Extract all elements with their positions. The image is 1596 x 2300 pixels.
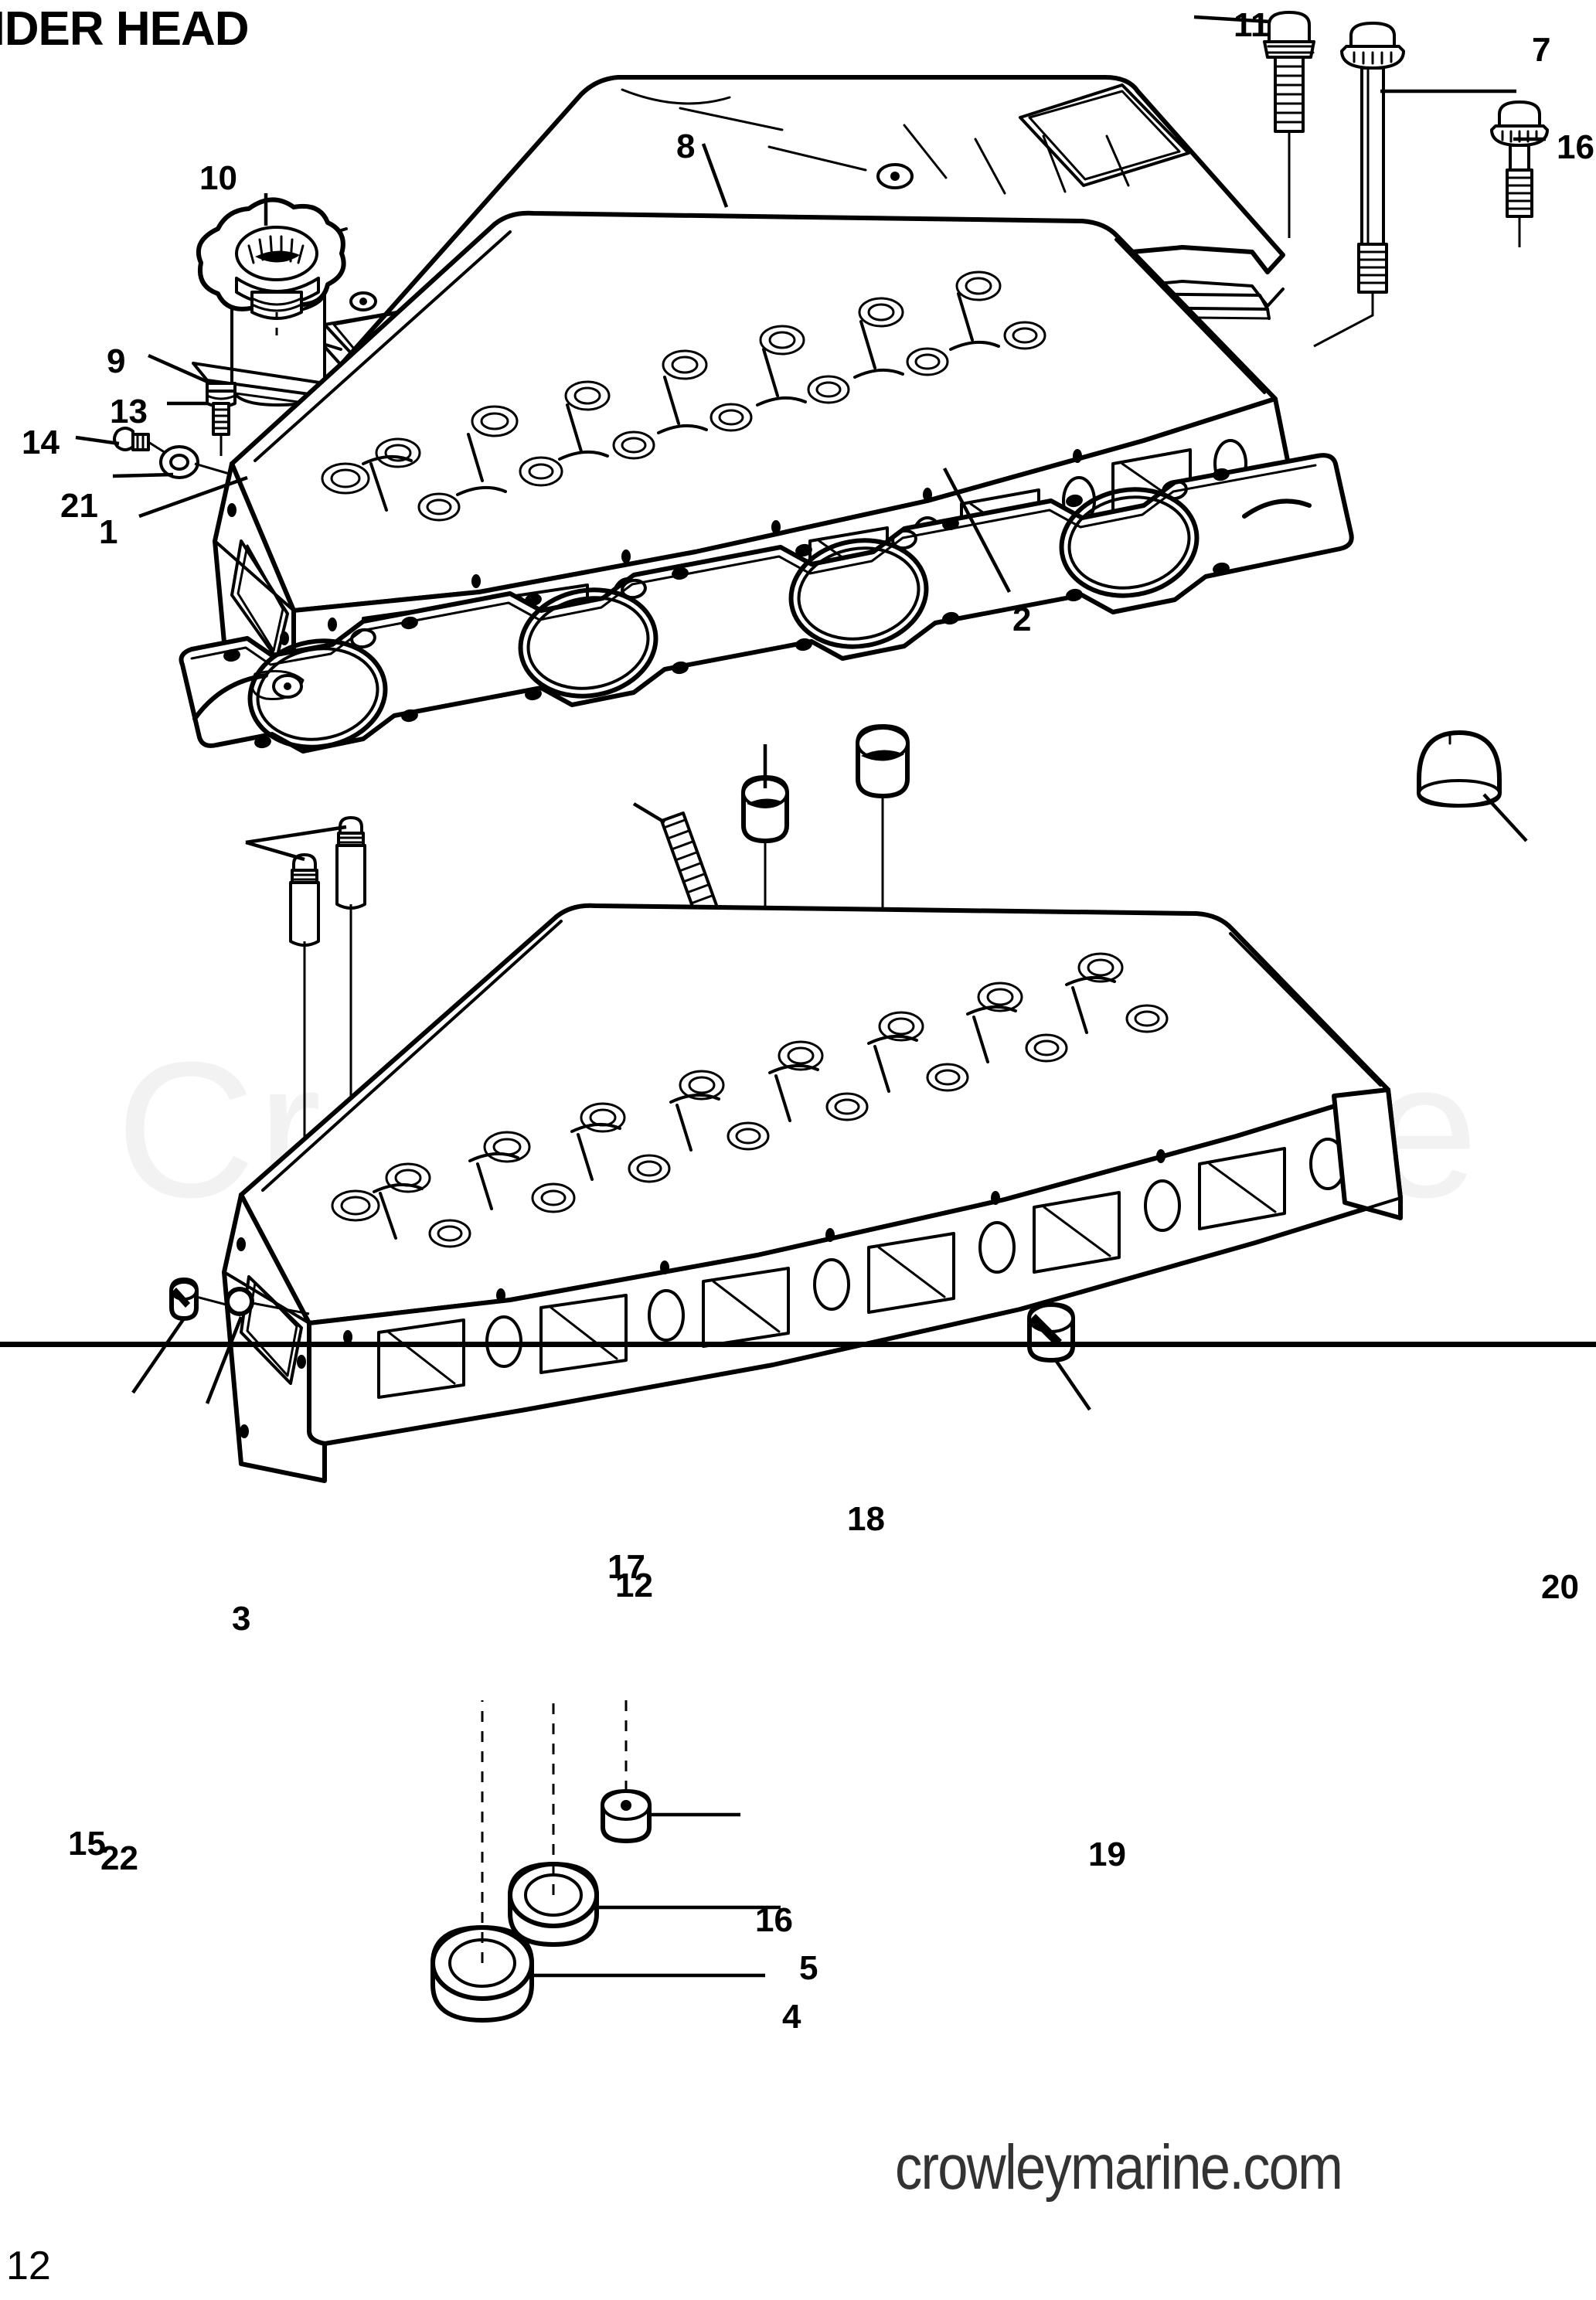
- callout-upper-9: 9: [107, 342, 126, 380]
- leader-21: [112, 472, 174, 478]
- site-watermark: crowleymarine.com: [895, 2132, 1343, 2203]
- leader-14: [75, 435, 120, 446]
- leader-12: [632, 802, 666, 824]
- part-1-cylinder-head-upper: [213, 210, 1295, 744]
- part-15-cup-plug-end: [169, 1278, 233, 1321]
- callout-upper-8: 8: [676, 128, 696, 165]
- part-2-head-gasket: [179, 453, 1354, 754]
- callout-upper-10: 10: [199, 159, 237, 197]
- callout-upper-7: 7: [1532, 31, 1551, 69]
- part-16-plug-bottom: [601, 1700, 652, 1843]
- leader-22: [205, 1316, 243, 1404]
- brand-watermark: Crowley Marine: [116, 1022, 1480, 1237]
- part-22-ball-plug: [225, 1287, 310, 1316]
- part-4-seat-insert-large: [430, 1700, 534, 2023]
- part-11-bolt-short: [1263, 11, 1315, 238]
- callout-lower-16: 16: [755, 1901, 793, 1939]
- leader-3a: [245, 840, 305, 862]
- leader-3b: [245, 825, 347, 845]
- callout-lower-18: 18: [847, 1500, 885, 1538]
- part-17-core-plug-small: [741, 775, 789, 1005]
- leader-9: [148, 353, 233, 395]
- leader-15: [131, 1317, 185, 1394]
- part-8-rocker-cover: [230, 75, 1285, 416]
- part-18-core-plug-large: [856, 724, 910, 1001]
- page-number: 12: [6, 2244, 51, 2288]
- callout-lower-3: 3: [232, 1600, 251, 1638]
- part-16-bolt-upper: [1490, 100, 1549, 247]
- part-13-stud-bolt: [206, 382, 237, 456]
- callout-upper-1: 1: [99, 513, 118, 551]
- callout-lower-19: 19: [1088, 1836, 1126, 1873]
- callout-lower-15: 15: [68, 1825, 106, 1863]
- part-5-seat-insert-small: [508, 1700, 599, 1947]
- leader-19: [1054, 1359, 1091, 1411]
- part-20-cup-plug-dome: [1417, 730, 1502, 808]
- leader-1-upper: [138, 475, 248, 519]
- callout-upper-21: 21: [60, 487, 98, 525]
- part-19-core-plug-side: [1027, 1302, 1075, 1363]
- panel-divider: [0, 1342, 1596, 1347]
- callout-upper-14: 14: [22, 424, 60, 461]
- callout-upper-2: 2: [1012, 601, 1032, 638]
- part-9-rocker-cover-gasket: [192, 292, 1271, 434]
- part-12-dowel-spring-pin: [646, 811, 719, 1036]
- page-title: NDER HEAD: [0, 2, 250, 56]
- leader-2: [943, 467, 1011, 594]
- leader-20: [1482, 793, 1528, 842]
- callout-lower-22: 22: [100, 1839, 138, 1877]
- callout-lower-5: 5: [799, 1949, 818, 1987]
- callout-lower-12: 12: [615, 1567, 653, 1604]
- callout-lower-4: 4: [782, 1998, 801, 2036]
- callout-lower-20: 20: [1541, 1568, 1579, 1606]
- leader-8: [701, 143, 729, 208]
- callout-upper-16: 16: [1557, 128, 1594, 166]
- callout-upper-11: 11: [1234, 6, 1270, 44]
- part-21-seal-washer: [159, 445, 233, 479]
- callout-upper-13: 13: [110, 393, 148, 430]
- part-7-bolt-long: [1313, 22, 1405, 348]
- part-10-oil-filler-cap: [196, 197, 346, 335]
- part-14-plug-fitting: [113, 427, 179, 462]
- callout-lower-17: 17: [607, 1548, 645, 1586]
